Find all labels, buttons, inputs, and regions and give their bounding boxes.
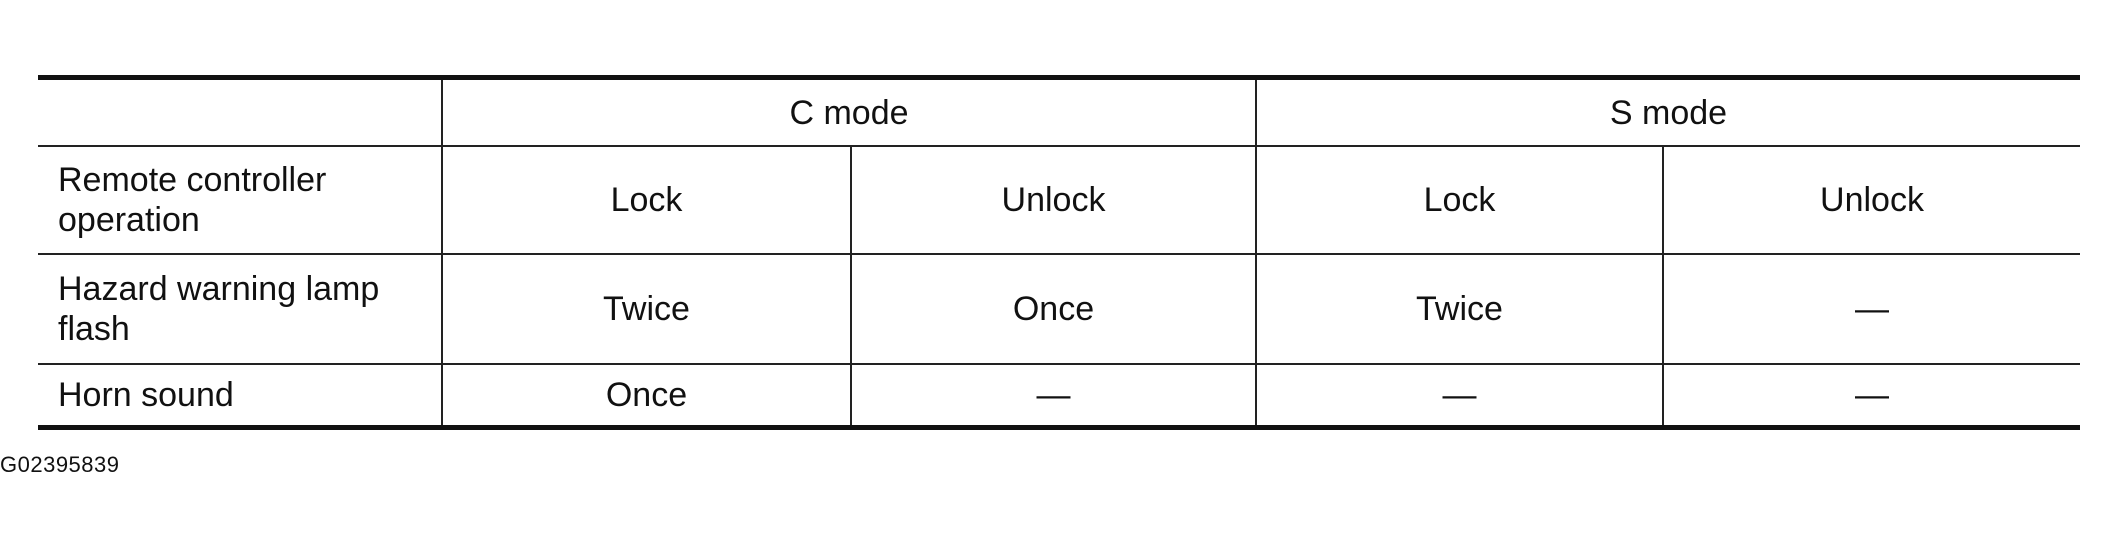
- cell-c-unlock-operation: Unlock: [850, 146, 1256, 255]
- cell-c-unlock-hazard: Once: [850, 254, 1256, 365]
- figure-id: G02395839: [0, 452, 120, 477]
- header-s-mode: S mode: [1255, 75, 2080, 147]
- cell-s-unlock-hazard: —: [1662, 254, 2080, 365]
- cell-s-unlock-operation: Unlock: [1662, 146, 2080, 255]
- cell-s-lock-operation: Lock: [1255, 146, 1663, 255]
- row-label-horn-sound: Horn sound: [38, 364, 442, 430]
- cell-c-lock-hazard: Twice: [441, 254, 851, 365]
- cell-s-lock-horn: —: [1255, 364, 1663, 430]
- cell-c-lock-horn: Once: [441, 364, 851, 430]
- cell-s-lock-hazard: Twice: [1255, 254, 1663, 365]
- cell-c-lock-operation: Lock: [441, 146, 851, 255]
- spec-table: C mode S mode Remote controller operatio…: [38, 75, 2080, 430]
- table-row: Horn sound Once — — —: [38, 364, 2080, 430]
- table-row-modes: C mode S mode: [38, 75, 2080, 147]
- row-label-remote-operation: Remote controller operation: [38, 146, 442, 255]
- table-row: Remote controller operation Lock Unlock …: [38, 146, 2080, 255]
- cell-s-unlock-horn: —: [1662, 364, 2080, 430]
- table-row: Hazard warning lamp flash Twice Once Twi…: [38, 254, 2080, 365]
- row-label-hazard-flash: Hazard warning lamp flash: [38, 254, 442, 365]
- header-blank-cell: [38, 75, 442, 147]
- header-c-mode: C mode: [441, 75, 1256, 147]
- cell-c-unlock-horn: —: [850, 364, 1256, 430]
